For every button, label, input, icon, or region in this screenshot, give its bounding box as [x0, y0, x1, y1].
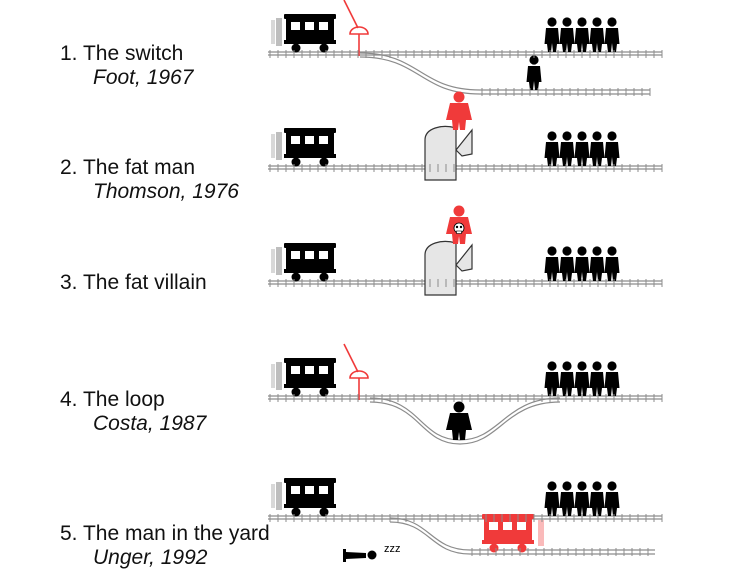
scenario-1-trolley	[271, 14, 336, 53]
scenario-1-title: 1. The switch	[60, 42, 184, 65]
track-ties	[269, 50, 663, 556]
scenario-3-label: 3. The fat villain	[60, 271, 207, 295]
scenario-3-five-people	[544, 246, 620, 281]
scenario-5-citation: Unger, 1992	[93, 546, 208, 569]
scenario-4-lever	[343, 343, 369, 400]
scenario-1-main-track	[268, 51, 662, 56]
scenario-3-panel	[268, 205, 662, 296]
scenario-4-label: 4. The loop Costa, 1987	[60, 388, 206, 436]
scenario-5-five-people	[544, 481, 620, 516]
scenario-1-panel	[268, 0, 662, 95]
scenario-3-trolley	[271, 243, 336, 282]
scenario-1-label: 1. The switch Foot, 1967	[60, 42, 193, 90]
scenario-1-citation: Foot, 1967	[93, 66, 194, 89]
scenario-5-title: 5. The man in the yard	[60, 522, 270, 545]
scenario-5-red-trolley	[482, 514, 544, 553]
scenario-2-label: 2. The fat man Thomson, 1976	[60, 156, 239, 204]
scenario-2-track	[268, 165, 662, 170]
scenario-4-main-track	[268, 395, 662, 400]
scenario-2-panel	[268, 91, 662, 181]
skull-icon	[453, 222, 465, 234]
scenario-5-sleeping-man: zzz	[343, 543, 401, 562]
scenario-5-side-track	[389, 517, 655, 555]
scenario-4-panel	[268, 343, 662, 445]
sleep-zzz-text: zzz	[384, 543, 401, 555]
scenario-2-trolley	[271, 128, 336, 167]
scenario-1-side-track	[359, 52, 650, 95]
scenario-4-citation: Costa, 1987	[93, 412, 207, 435]
scenario-2-five-people	[544, 131, 620, 166]
scenario-3-title: 3. The fat villain	[60, 271, 207, 294]
scenario-1-lone-person	[526, 55, 542, 90]
scenario-2-footbridge	[424, 125, 473, 181]
scenario-4-loop-track	[369, 397, 561, 445]
scenario-5-label: 5. The man in the yard Unger, 1992	[60, 522, 270, 570]
scenario-2-fat-man	[446, 91, 472, 130]
scenario-5-main-track	[268, 515, 662, 520]
scenario-5-trolley	[271, 478, 336, 517]
scenario-4-trolley	[271, 358, 336, 397]
scenario-1-lever	[343, 0, 369, 56]
scenario-4-title: 4. The loop	[60, 388, 165, 411]
scenario-5-panel: zzz	[268, 478, 662, 562]
scenario-1-five-people	[544, 17, 620, 52]
scenario-2-citation: Thomson, 1976	[93, 180, 239, 203]
scenario-3-track	[268, 280, 662, 285]
scenario-2-title: 2. The fat man	[60, 156, 196, 179]
scenario-3-footbridge	[424, 240, 473, 296]
scenario-4-five-people	[544, 361, 620, 396]
scenario-4-fat-man-on-loop	[446, 401, 472, 440]
